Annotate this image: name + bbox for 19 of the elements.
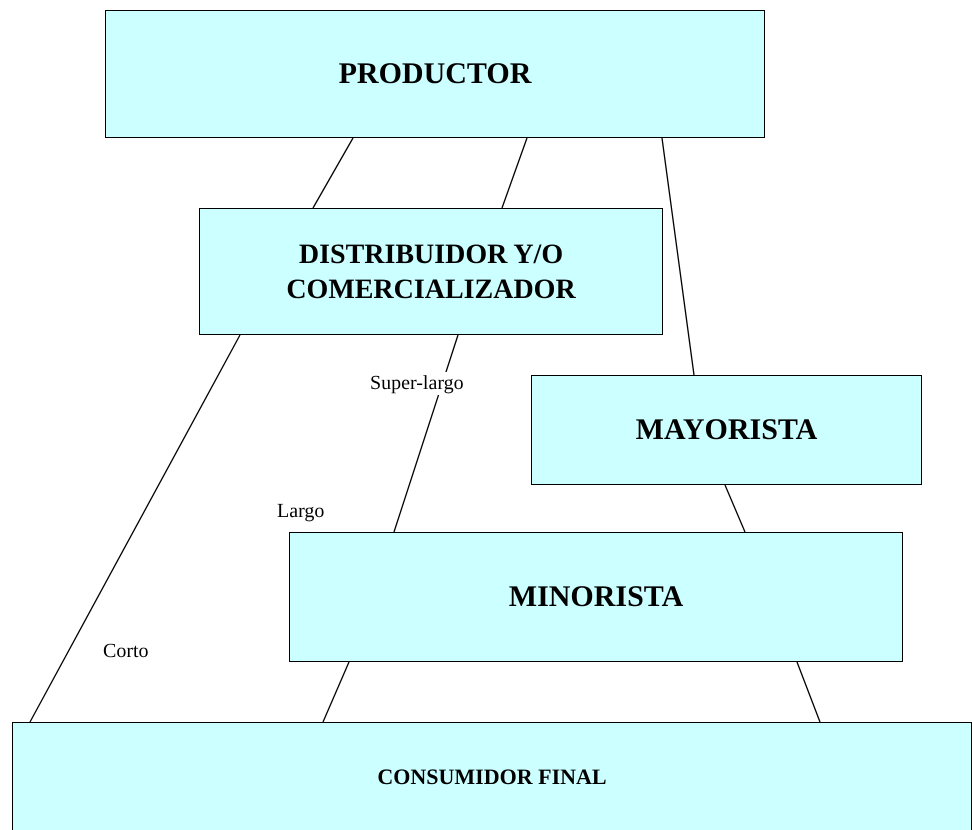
- box-title: PRODUCTOR: [338, 56, 532, 92]
- connector-line: [796, 662, 821, 722]
- connector-line: [322, 662, 350, 722]
- connector-line: [501, 138, 528, 208]
- channel-length-label: Super-largo: [370, 372, 464, 395]
- box-title: MAYORISTA: [636, 412, 818, 448]
- connector-line: [393, 334, 459, 532]
- connector-line: [724, 484, 746, 532]
- channel-box: [105, 10, 765, 138]
- connector-line: [661, 138, 695, 376]
- channel-box: [12, 722, 972, 830]
- channel-box: [199, 208, 663, 335]
- channel-box: [289, 532, 903, 662]
- box-title: CONSUMIDOR FINAL: [377, 763, 607, 791]
- box-title: DISTRIBUIDOR Y/O COMERCIALIZADOR: [285, 238, 577, 306]
- box-title: MINORISTA: [508, 579, 684, 616]
- connector-line: [312, 138, 354, 208]
- connector-line: [29, 334, 241, 722]
- channel-box: [531, 375, 922, 485]
